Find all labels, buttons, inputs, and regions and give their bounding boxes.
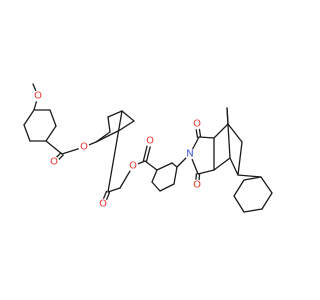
bond-Br-Bh2 <box>226 107 231 159</box>
atom-label-ester1-ring-oxygen: O <box>80 142 88 153</box>
bond-J1-Bh1 <box>213 123 229 139</box>
bond-A4-A5 <box>45 125 57 142</box>
atom-label-backdrop <box>48 156 60 168</box>
bond-R4-R5 <box>159 183 175 192</box>
bond-Ph5-Ph0 <box>243 176 262 181</box>
atom-label-layer: O O O O O O O O N <box>32 90 203 210</box>
bond-B3-B4 <box>107 110 123 118</box>
bond-A4-Cc <box>45 140 63 155</box>
bond-A5-A6 <box>49 109 57 127</box>
bond-Ph1-Ph2 <box>261 192 273 210</box>
bond-B4-B5 <box>121 110 135 122</box>
atom-label-backdrop <box>144 135 156 147</box>
bond-Ce-R1 <box>144 160 158 171</box>
bond-Ph2-Ph3 <box>243 208 263 213</box>
bond-Cy-Bh2 <box>229 157 239 176</box>
atom-label-backdrop <box>78 141 90 153</box>
atom-label-backdrop <box>191 179 203 191</box>
molecule-structure-diagram: O O O O O O O O N <box>23 83 273 213</box>
bond-layer <box>23 83 273 213</box>
atom-label-imide-upper-oxygen: O <box>193 119 201 130</box>
bond-A1-A2 <box>23 109 35 126</box>
bond-B4-Ck <box>107 110 123 193</box>
bond-Bh1-Cx <box>227 123 243 143</box>
bond-B6-B1 <box>95 129 121 143</box>
bond-R1-R2 <box>156 162 173 171</box>
bond-A2-A3 <box>23 124 31 142</box>
bond-Cx-Cy <box>237 141 243 176</box>
bond-Ph3-Ph4 <box>233 195 245 213</box>
atom-label-imide-nitrogen: N <box>186 149 193 160</box>
atom-label-imide-lower-oxygen: O <box>193 180 201 191</box>
atom-label-ester2-linker-oxygen: O <box>129 161 137 172</box>
bond-R2-R3 <box>171 162 178 168</box>
atom-label-backdrop <box>97 198 109 210</box>
atom-label-methoxy-oxygen: O <box>34 91 42 102</box>
bond-Cl-J2 <box>197 169 215 175</box>
bond-B2-B3 <box>107 116 111 133</box>
atom-label-ester1-carbonyl-oxygen: O <box>50 157 58 168</box>
bond-Ck-Ch2 <box>107 187 121 193</box>
bond-R6-R1 <box>151 169 158 183</box>
atom-label-ester2-carbonyl-oxygen: O <box>146 136 154 147</box>
atom-label-backdrop <box>127 160 139 172</box>
atom-label-backdrop <box>184 148 196 160</box>
bond-Cu-J1 <box>198 136 215 139</box>
atom-label-backdrop <box>191 118 203 130</box>
atom-label-backdrop <box>32 90 44 102</box>
bond-J2-Bh2 <box>213 157 231 171</box>
bond-B5-B6 <box>119 120 135 131</box>
bond-Ph0-Ph1 <box>260 176 273 194</box>
atom-label-ketone-oxygen: O <box>99 199 107 210</box>
bond-R3-R4 <box>173 166 178 185</box>
bond-R5-R6 <box>151 181 161 192</box>
bond-Ph4-Ph5 <box>233 179 245 197</box>
bond-Cy-Ph0 <box>237 174 262 178</box>
